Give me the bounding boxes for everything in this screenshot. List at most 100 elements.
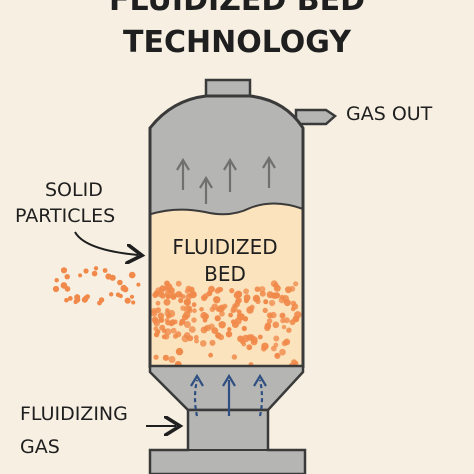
bed-particle	[293, 281, 299, 287]
bed-particle	[234, 317, 242, 325]
loose-particle	[118, 293, 123, 299]
bed-particle	[242, 334, 250, 343]
bed-particle	[264, 322, 272, 330]
bed-particle	[192, 308, 197, 314]
bed-particles	[150, 280, 302, 368]
bed-particle	[270, 311, 277, 319]
bed-particle	[279, 312, 286, 319]
fluidized-bed-label-line-1: FLUIDIZED	[172, 235, 277, 259]
loose-particle	[124, 297, 131, 304]
gas-out-label: GAS OUT	[346, 103, 433, 125]
bed-particle	[161, 334, 167, 340]
bed-particle	[266, 318, 273, 324]
fluidized-bed-label-line-2: BED	[204, 262, 246, 286]
bed-particle	[243, 294, 251, 302]
bed-particle	[229, 288, 235, 294]
bed-surface-line	[150, 202, 303, 216]
lower-cone	[148, 364, 305, 412]
bed-particle	[178, 297, 184, 304]
bed-particle	[175, 347, 184, 356]
loose-particle	[122, 286, 129, 293]
bed-particle	[218, 287, 224, 292]
bed-particle	[257, 334, 263, 340]
loose-particle	[54, 278, 59, 283]
bed-particle	[179, 318, 186, 325]
bed-particle	[188, 326, 196, 333]
loose-particle	[91, 270, 98, 277]
bed-particle	[269, 299, 276, 307]
bed-particle	[194, 338, 199, 344]
bed-particle	[199, 307, 204, 312]
loose-particle	[102, 268, 108, 273]
loose-particle	[129, 294, 135, 299]
arrow-up-icon	[253, 373, 267, 417]
loose-particle	[74, 296, 81, 303]
loose-particle	[60, 282, 68, 289]
bed-particle	[193, 335, 199, 340]
bed-particle	[273, 284, 281, 292]
rising-gas-arrows	[176, 155, 276, 204]
loose-particle	[117, 279, 123, 286]
bed-particle	[155, 300, 161, 306]
bed-particle	[291, 359, 297, 365]
bed-particle	[191, 317, 197, 323]
bed-particle	[202, 313, 209, 320]
loose-particle	[52, 285, 60, 293]
bed-particle	[175, 280, 182, 287]
loose-particle	[131, 300, 136, 305]
bed-particle	[275, 353, 280, 358]
bed-particle	[155, 307, 162, 313]
bed-particle	[215, 332, 222, 339]
gas-inlet-base	[148, 408, 307, 474]
bed-particle	[206, 290, 213, 297]
bed-particle	[261, 342, 269, 350]
loose-particle	[109, 292, 114, 297]
arrow-up-icon	[222, 373, 236, 416]
bed-particle	[225, 331, 233, 338]
loose-particle	[64, 274, 70, 280]
inlet-gas-arrows	[190, 373, 267, 417]
bed-particle	[183, 298, 191, 306]
bed-particle	[213, 296, 221, 304]
loose-particle	[83, 268, 89, 274]
bed-particle	[157, 312, 165, 320]
bed-particle	[289, 285, 296, 292]
bed-particle	[278, 296, 286, 304]
bed-particle	[270, 345, 277, 352]
solid-particles-label-line-2: PARTICLES	[15, 205, 115, 227]
bed-particle	[191, 302, 197, 308]
loose-particle	[67, 296, 73, 301]
bed-particle	[235, 298, 241, 305]
loose-particle	[78, 273, 83, 278]
bed-particle	[168, 356, 176, 363]
vessel-outline	[148, 94, 305, 368]
bed-particle	[290, 300, 297, 306]
loose-particle	[97, 300, 102, 306]
arrow-up-icon	[190, 373, 204, 417]
bed-particle	[259, 286, 266, 293]
arrow-up-icon	[262, 155, 276, 188]
bed-particle	[183, 311, 191, 319]
bed-particle	[200, 340, 207, 347]
bed-particle	[187, 335, 194, 342]
bed-particle	[283, 338, 291, 346]
bed-particle	[161, 328, 167, 334]
loose-particle	[93, 266, 99, 271]
bed-particle	[181, 334, 190, 343]
bed-particle	[164, 290, 173, 298]
title-line-1: FLUIDIZED BED	[109, 0, 365, 18]
gas-outlet-pipe	[294, 108, 338, 126]
loose-solid-particles	[52, 266, 141, 306]
bed-particle	[283, 317, 290, 324]
loose-particle	[60, 267, 68, 274]
loose-particle	[83, 295, 89, 301]
bed-particle	[159, 285, 166, 292]
bed-particle	[272, 321, 280, 329]
bed-particle	[262, 307, 268, 313]
bed-particle	[242, 316, 249, 322]
bed-particle	[165, 283, 173, 291]
loose-particle	[64, 297, 69, 303]
bed-particle	[183, 321, 191, 328]
